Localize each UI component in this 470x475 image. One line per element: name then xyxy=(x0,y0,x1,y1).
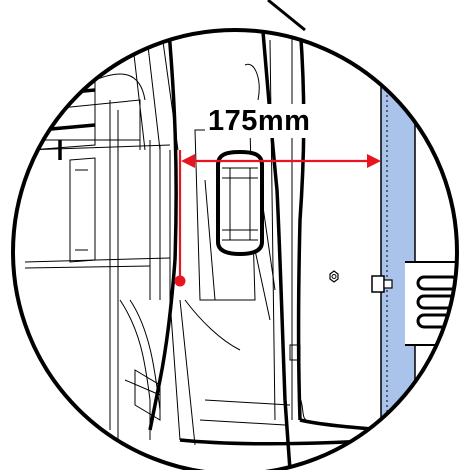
arrow-left-icon xyxy=(181,154,195,168)
body-panel-outline xyxy=(39,30,386,471)
dimension-indicator xyxy=(174,150,381,287)
dimension-label: 175mm xyxy=(205,104,314,138)
slot-opening xyxy=(216,149,264,257)
hex-bolt-icon xyxy=(329,270,339,283)
reference-point xyxy=(174,275,186,287)
callout-leader-line xyxy=(267,0,306,32)
inner-details xyxy=(184,30,311,426)
arrow-right-icon xyxy=(367,154,381,168)
